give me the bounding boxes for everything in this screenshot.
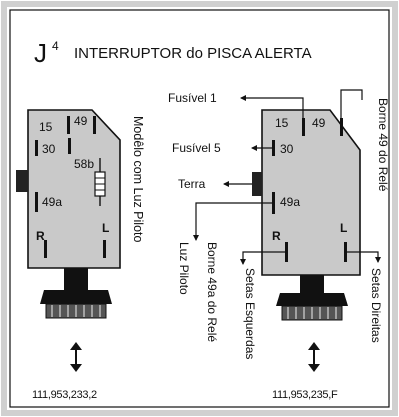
right-switch-body [261, 109, 361, 276]
right-pin-15: 15 [275, 116, 289, 130]
right-switch: 15 49 30 49a R L Fusível 1 Fusível 5 Ter… [168, 89, 390, 401]
left-pin-R: R [36, 229, 45, 243]
right-terminal-15 [302, 118, 305, 136]
left-switch: 15 49 30 58b 49a R L [16, 109, 145, 401]
header-title: INTERRUPTOR do PISCA ALERTA [74, 45, 312, 62]
label-setas-esquerdas: Setas Esquerdas [243, 268, 257, 359]
up-down-arrow-icon [70, 342, 82, 372]
left-pin-49a: 49a [42, 195, 62, 209]
right-pin-L: L [340, 221, 347, 235]
left-part-number: 111,953,233,2 [32, 389, 97, 401]
right-part-number: 111,953,235,F [272, 389, 338, 401]
header-code-superscript: 4 [52, 39, 59, 53]
left-terminal-49 [67, 116, 70, 134]
right-pin-R: R [272, 229, 281, 243]
inner-frame [9, 9, 390, 408]
left-pin-15: 15 [39, 120, 53, 134]
label-setas-direitas: Setas Direitas [369, 268, 383, 343]
left-terminal-49-right [93, 116, 96, 134]
leader-fusivel-1 [240, 95, 304, 118]
right-pin-49: 49 [312, 116, 326, 130]
left-terminal-R [44, 240, 47, 258]
left-pin-L: L [102, 221, 109, 235]
leader-borne-49-rele [340, 89, 363, 118]
right-terminal-49a [272, 192, 275, 214]
label-borne-49-rele: Borne 49 do Relé [376, 98, 390, 192]
leader-borne-49a-rele [193, 202, 273, 241]
left-caption-model-luz-piloto: Modêlo com Luz Piloto [131, 116, 145, 243]
label-luz-piloto: Luz Piloto [177, 242, 191, 295]
right-switch-side-tab [252, 172, 262, 196]
left-pin-49: 49 [74, 114, 88, 128]
left-terminal-30 [35, 140, 38, 156]
knob-icon [40, 268, 112, 319]
right-terminal-30 [272, 140, 275, 156]
label-terra: Terra [178, 177, 206, 191]
left-terminal-49a [35, 192, 38, 212]
header-code: J [34, 38, 47, 68]
right-terminal-49 [340, 118, 343, 136]
leader-setas-direitas [345, 251, 381, 263]
label-fusivel-1: Fusível 1 [168, 91, 217, 105]
right-pin-30: 30 [280, 142, 294, 156]
leader-setas-esquerdas [240, 251, 286, 265]
left-pin-58b: 58b [74, 157, 94, 171]
left-switch-side-tab [16, 170, 28, 192]
up-down-arrow-icon [308, 342, 320, 372]
label-fusivel-5: Fusível 5 [172, 141, 221, 155]
left-terminal-58b-stem [68, 138, 71, 154]
left-pin-30: 30 [42, 142, 56, 156]
knob-icon [276, 275, 348, 321]
right-terminal-R [285, 242, 288, 262]
left-terminal-L [103, 240, 106, 258]
left-switch-body [27, 109, 121, 269]
label-borne-49a-rele: Borne 49a do Relé [205, 242, 219, 342]
right-pin-49a: 49a [280, 195, 300, 209]
